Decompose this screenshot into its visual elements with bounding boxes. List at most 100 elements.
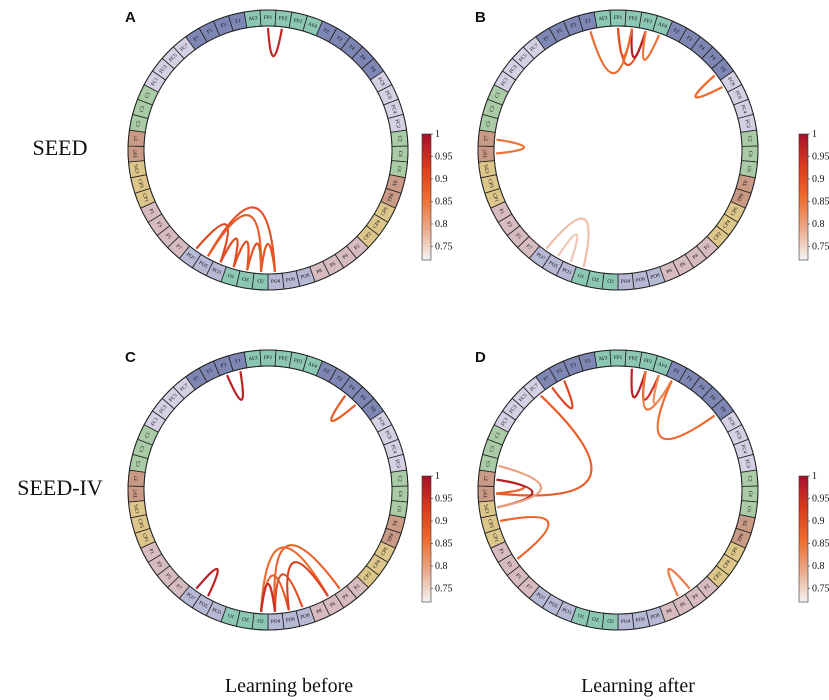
channel-label-f8: F8 — [718, 405, 726, 413]
channel-label-f7: F7 — [193, 35, 201, 43]
channel-label-p3: P3 — [155, 221, 163, 229]
channel-label-p6: P6 — [329, 261, 337, 269]
channel-label-cp6: CP6 — [730, 546, 740, 557]
channel-label-cp1: CP1 — [491, 533, 500, 544]
channel-label-c6: C6 — [745, 505, 752, 512]
channel-label-f1: F1 — [585, 358, 592, 365]
channel-label-f6: F6 — [359, 394, 367, 402]
channel-label-fc8: FC8 — [376, 416, 386, 427]
connection-f4-f6 — [330, 394, 357, 423]
connection-fpz-fp2 — [630, 28, 647, 59]
channel-label-t8: T8 — [392, 520, 399, 527]
channel-label-p3: P3 — [155, 561, 163, 569]
channel-label-c6: C6 — [395, 165, 402, 172]
channel-label-cp4: CP4 — [372, 219, 382, 230]
channel-label-f5: F5 — [556, 367, 564, 375]
colorbar-gradient — [798, 133, 809, 261]
channel-label-o2: O2 — [257, 619, 264, 625]
channel-label-po8: PO8 — [300, 272, 311, 280]
channel-label-po7: PO7 — [185, 592, 196, 603]
channel-label-cp5: CP5 — [484, 164, 491, 174]
channel-label-f8: F8 — [368, 405, 376, 413]
ring-outer — [477, 349, 759, 631]
channel-label-f2: F2 — [685, 35, 693, 43]
channel-label-t7: T7 — [133, 475, 140, 482]
channel-label-p7: P7 — [525, 583, 533, 591]
channel-label-p5: P5 — [514, 572, 522, 580]
channel-label-fz: FZ — [672, 28, 680, 36]
channel-label-t8: T8 — [742, 520, 749, 527]
channel-label-f3: F3 — [220, 362, 228, 370]
channel-label-p1: P1 — [147, 548, 155, 556]
channel-label-o1: O1 — [227, 273, 235, 281]
channel-label-t8: T8 — [742, 180, 749, 187]
channel-label-tp8: TP8 — [737, 192, 746, 203]
channel-label-po6: PO6 — [285, 616, 296, 624]
connection-fp1-fpz — [266, 27, 283, 57]
row-label-seed: SEED — [33, 135, 88, 160]
channel-label-fc5: FC5 — [168, 392, 179, 403]
channel-label-p8: P8 — [666, 608, 674, 616]
channel-label-c6: C6 — [395, 505, 402, 512]
channel-label-po7: PO7 — [535, 252, 546, 263]
channel-label-tp7: TP7 — [133, 489, 139, 498]
colorbar-a: 10.950.90.850.80.75 — [421, 129, 453, 261]
channel-label-f5: F5 — [206, 367, 214, 375]
channel-label-p8: P8 — [666, 268, 674, 276]
channel-label-cp6: CP6 — [380, 546, 390, 557]
channel-label-c3: C3 — [139, 445, 147, 453]
connection-fpz-fp2 — [630, 368, 647, 399]
channel-label-p2: P2 — [353, 243, 361, 251]
channel-label-c3: C3 — [489, 445, 497, 453]
channel-label-tp8: TP8 — [387, 532, 396, 543]
channel-label-po8: PO8 — [650, 272, 661, 280]
connection-po4-po8 — [273, 573, 304, 612]
ring-inner — [143, 365, 393, 615]
connection-fz-f8 — [656, 380, 716, 441]
ring-outer — [477, 9, 759, 291]
channel-label-f5: F5 — [206, 27, 214, 35]
channel-label-fc2: FC2 — [744, 459, 752, 469]
channel-label-f1: F1 — [235, 358, 242, 365]
channel-label-af3: AF3 — [598, 15, 608, 22]
connection-fp2-af4 — [642, 30, 661, 61]
channel-label-p2: P2 — [353, 583, 361, 591]
channel-label-cp3: CP3 — [136, 178, 144, 189]
connection-o2-p6 — [259, 546, 329, 612]
colorbar-gradient — [421, 133, 432, 261]
channel-label-po8: PO8 — [300, 612, 311, 620]
channel-label-oz: OZ — [242, 617, 250, 624]
channel-label-p1: P1 — [497, 548, 505, 556]
channel-label-c4: C4 — [747, 491, 753, 498]
channel-label-po5: PO5 — [198, 260, 209, 270]
channel-label-fc3: FC3 — [508, 64, 518, 75]
channel-label-c2: C2 — [396, 135, 403, 142]
channel-label-fc6: FC6 — [383, 430, 392, 441]
channel-label-p4: P4 — [342, 593, 350, 601]
column-label-after: Learning after — [581, 675, 695, 697]
channel-label-o2: O2 — [257, 279, 264, 285]
colorbar-tick-label: 1 — [812, 129, 817, 140]
colorbar-tick-label: 1 — [435, 129, 440, 140]
channel-label-fc7: FC7 — [179, 382, 190, 393]
channel-label-f3: F3 — [570, 22, 578, 30]
channel-label-c4: C4 — [747, 151, 753, 158]
channel-label-fc4: FC4 — [389, 444, 398, 455]
channel-label-p6: P6 — [679, 601, 687, 609]
channel-label-cp6: CP6 — [730, 206, 740, 217]
channel-label-p7: P7 — [175, 583, 183, 591]
channel-label-c4: C4 — [397, 151, 403, 158]
channel-label-cp4: CP4 — [722, 219, 732, 230]
channel-label-f3: F3 — [220, 22, 228, 30]
channel-label-f6: F6 — [709, 54, 717, 62]
channel-label-po4: PO4 — [621, 279, 631, 286]
ring-outer — [127, 349, 409, 631]
channel-label-tp8: TP8 — [737, 532, 746, 543]
colorbar-tick-label: 0.85 — [812, 539, 829, 550]
channel-label-f6: F6 — [359, 54, 367, 62]
channel-label-cp2: CP2 — [713, 231, 724, 242]
channel-label-c1: C1 — [494, 431, 502, 439]
channel-label-p2: P2 — [703, 583, 711, 591]
panel-letter: D — [475, 349, 486, 366]
